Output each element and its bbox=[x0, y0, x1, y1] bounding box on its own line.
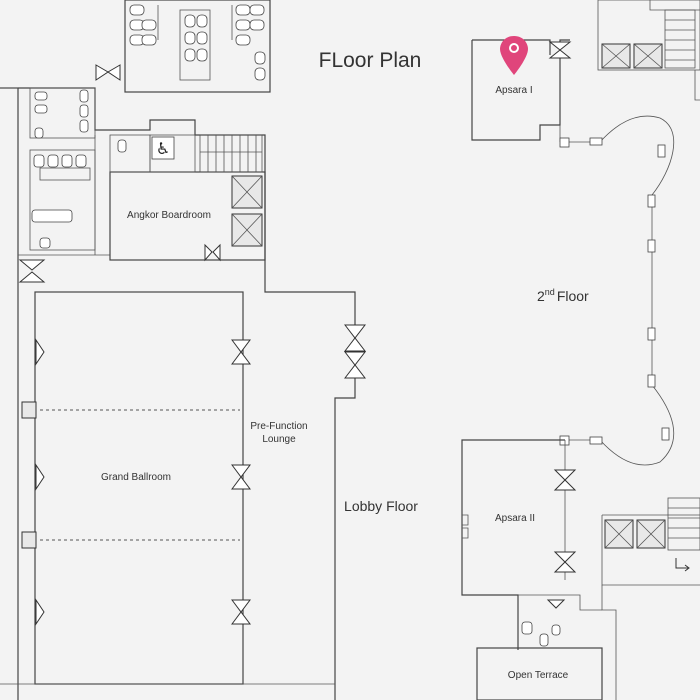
pre-function-lounge-area: Pre-Function Lounge bbox=[250, 324, 367, 445]
apsara-1-label[interactable]: Apsara I bbox=[495, 85, 532, 96]
page-title: FLoor Plan bbox=[319, 49, 422, 72]
left-restrooms bbox=[18, 87, 110, 283]
top-right-lift-block bbox=[597, 0, 700, 101]
pre-function-label-line2: Lounge bbox=[262, 434, 296, 445]
svg-text:♿: ♿ bbox=[156, 139, 170, 158]
apsara-2-label[interactable]: Apsara II bbox=[495, 513, 535, 524]
second-floor-word: Floor bbox=[557, 288, 589, 304]
toilet-fixtures-top bbox=[129, 4, 266, 81]
second-floor-superscript: nd bbox=[545, 287, 555, 297]
angkor-boardroom-area: ♿ Angkor Boardroom bbox=[109, 134, 266, 262]
return-arrow-icon bbox=[675, 558, 690, 572]
second-floor-number: 2 bbox=[537, 288, 545, 304]
lower-right-lift-block bbox=[601, 497, 700, 700]
staircase-icon bbox=[199, 134, 263, 173]
location-pin-icon[interactable] bbox=[500, 36, 528, 75]
open-terrace-area: Open Terrace bbox=[476, 594, 603, 700]
elevator-icon bbox=[231, 175, 263, 247]
second-floor-corridor bbox=[559, 115, 675, 466]
grand-ballroom[interactable] bbox=[34, 291, 244, 685]
apsara-2-area: Apsara II bbox=[461, 439, 577, 650]
top-right-staircase bbox=[664, 9, 696, 69]
open-terrace-label: Open Terrace bbox=[508, 670, 569, 681]
pre-function-label-line1: Pre-Function bbox=[250, 421, 307, 432]
top-restroom-block bbox=[95, 0, 271, 93]
lobby-floor-label: Lobby Floor bbox=[344, 498, 418, 514]
grand-ballroom-label: Grand Ballroom bbox=[101, 472, 171, 483]
apsara-1-area: Apsara I bbox=[471, 36, 572, 141]
wheelchair-icon: ♿ bbox=[151, 136, 175, 160]
ballroom-doors bbox=[21, 338, 251, 626]
corridor-doors bbox=[589, 137, 670, 445]
open-terrace[interactable] bbox=[476, 647, 603, 700]
lower-right-staircase bbox=[667, 497, 700, 551]
grand-ballroom-area: Grand Ballroom bbox=[21, 291, 251, 685]
angkor-boardroom-label: Angkor Boardroom bbox=[127, 210, 211, 221]
